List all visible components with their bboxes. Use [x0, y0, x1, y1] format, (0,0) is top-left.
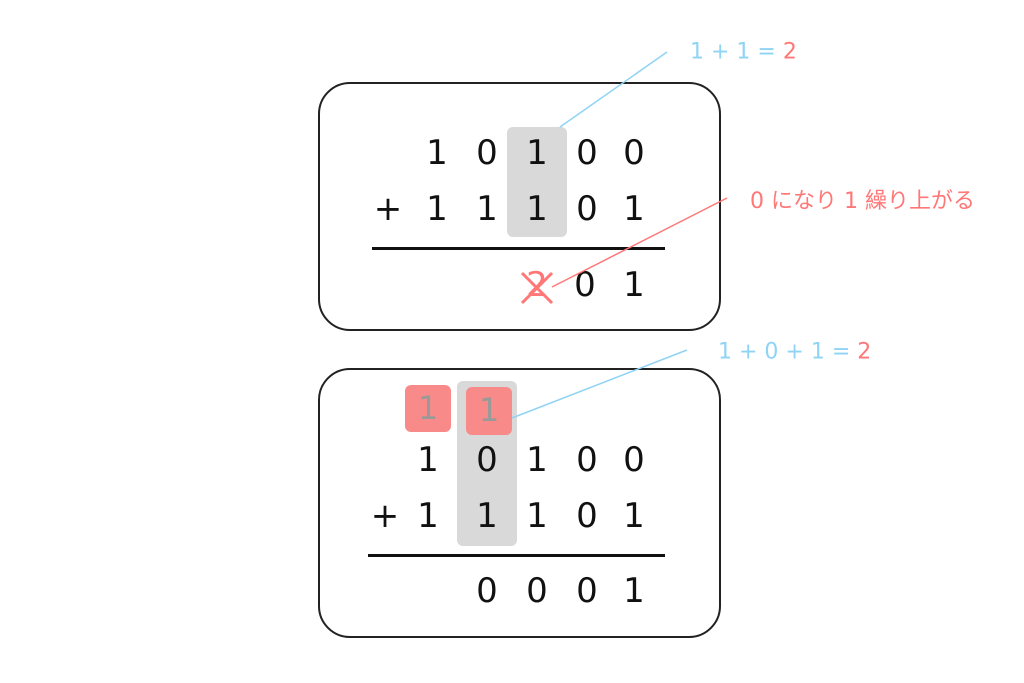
carry-note: 0 になり 1 繰り上がる [750, 189, 975, 214]
sum-note: 1 + 0 + 1 = 2 [718, 340, 871, 365]
sum-rule [368, 554, 665, 557]
digit: 1 [426, 189, 448, 229]
digit: 0 [576, 440, 598, 480]
digit: 0 [623, 440, 645, 480]
digit: 0 [576, 571, 598, 611]
digit: 0 [476, 133, 498, 173]
top-panel [318, 82, 721, 331]
digit: 1 [426, 133, 448, 173]
digit: 1 [476, 496, 498, 536]
digit: 1 [526, 133, 548, 173]
digit: 1 [526, 189, 548, 229]
leader-line-sum-top [559, 51, 668, 128]
carry-badge: 1 [405, 385, 451, 432]
sum-note-rhs: 2 [782, 39, 797, 65]
digit: 1 [417, 496, 439, 536]
sum-note-rhs: 2 [857, 339, 872, 365]
digit: 0 [526, 571, 548, 611]
sum-rule [372, 247, 665, 250]
digit: 1 [623, 265, 645, 305]
leader-line-carry [551, 197, 728, 288]
digit: 1 [623, 496, 645, 536]
digit: 1 [623, 571, 645, 611]
digit: 0 [576, 189, 598, 229]
carry-badge: 1 [466, 387, 512, 435]
digit: 0 [576, 496, 598, 536]
digit: 1 [623, 189, 645, 229]
digit: 0 [476, 571, 498, 611]
cross-mark-icon [520, 271, 554, 305]
plus-sign: + [373, 189, 403, 229]
bottom-panel [318, 368, 721, 638]
digit: 1 [476, 189, 498, 229]
digit: 0 [576, 133, 598, 173]
column-highlight [507, 127, 567, 237]
digit: 0 [476, 440, 498, 480]
sum-note-lhs: 1 + 1 = [690, 39, 783, 65]
sum-note-lhs: 1 + 0 + 1 = [718, 339, 858, 365]
leader-line-sum-bottom [511, 349, 688, 419]
digit: 0 [623, 133, 645, 173]
plus-sign: + [370, 496, 400, 536]
sum-note: 1 + 1 = 2 [690, 40, 797, 65]
digit: 1 [526, 496, 548, 536]
digit: 1 [526, 440, 548, 480]
digit: 0 [574, 265, 596, 305]
digit: 1 [417, 440, 439, 480]
